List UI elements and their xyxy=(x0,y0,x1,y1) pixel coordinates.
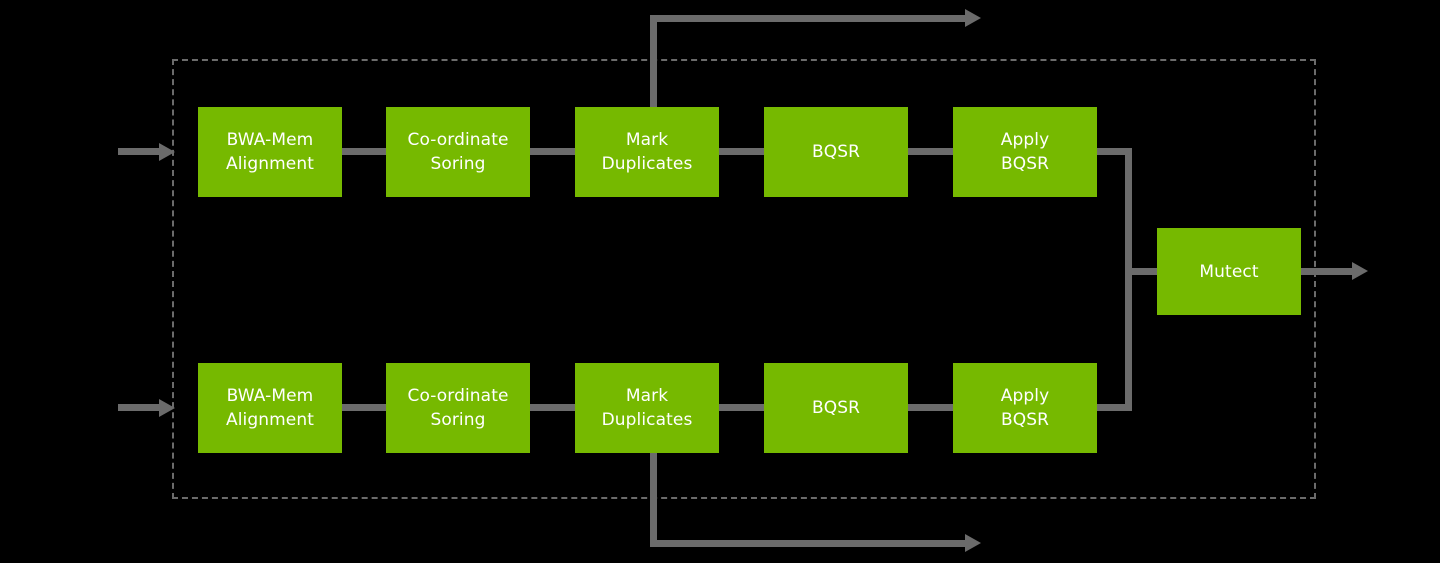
node-co-ordinate-soring-top[interactable]: Co-ordinate Soring xyxy=(386,107,530,197)
pipeline-boundary xyxy=(172,59,1316,499)
edge-top-sort-to-markdup xyxy=(526,148,579,155)
node-label: Mark Duplicates xyxy=(601,130,693,174)
edge-input-bottom xyxy=(118,404,162,411)
edge-bottom-align-to-sort xyxy=(338,404,390,411)
node-label: Apply BQSR xyxy=(1000,386,1050,430)
edge-merge-top-stub xyxy=(1092,148,1132,155)
node-label: BQSR xyxy=(811,142,861,162)
node-label: Co-ordinate Soring xyxy=(407,386,509,430)
edge-output-mutect xyxy=(1297,268,1355,275)
arrowhead-branch-top-icon xyxy=(965,9,981,27)
edge-bottom-sort-to-markdup xyxy=(526,404,579,411)
node-mark-duplicates-bottom[interactable]: Mark Duplicates xyxy=(575,363,719,453)
arrowhead-branch-bottom-icon xyxy=(965,534,981,552)
node-apply-bqsr-top[interactable]: Apply BQSR xyxy=(953,107,1097,197)
edge-merge-bottom-stub xyxy=(1092,404,1132,411)
node-apply-bqsr-bottom[interactable]: Apply BQSR xyxy=(953,363,1097,453)
node-label: Mutect xyxy=(1199,261,1259,282)
node-bqsr-bottom[interactable]: BQSR xyxy=(764,363,908,453)
node-label: Co-ordinate Soring xyxy=(407,130,509,174)
node-label: Mark Duplicates xyxy=(601,386,693,430)
node-label: BQSR xyxy=(811,398,861,418)
edge-top-bqsr-to-applybqsr xyxy=(904,148,957,155)
node-bwa-mem-alignment-bottom[interactable]: BWA-Mem Alignment xyxy=(198,363,342,453)
edge-top-align-to-sort xyxy=(338,148,390,155)
node-label: Apply BQSR xyxy=(1000,130,1050,174)
node-bqsr-top[interactable]: BQSR xyxy=(764,107,908,197)
edge-branch-bottom-vertical xyxy=(650,450,657,547)
edge-bottom-markdup-to-bqsr xyxy=(715,404,768,411)
edge-merge-vertical xyxy=(1125,148,1132,411)
edge-top-markdup-to-bqsr xyxy=(715,148,768,155)
node-label: BWA-Mem Alignment xyxy=(225,386,314,430)
arrowhead-input-top-icon xyxy=(159,143,175,161)
edge-input-top xyxy=(118,148,162,155)
edge-merge-to-mutect xyxy=(1125,268,1163,275)
edge-branch-top-horizontal xyxy=(650,15,968,22)
edge-branch-top-vertical xyxy=(650,15,657,110)
node-label: BWA-Mem Alignment xyxy=(225,130,314,174)
node-mark-duplicates-top[interactable]: Mark Duplicates xyxy=(575,107,719,197)
node-bwa-mem-alignment-top[interactable]: BWA-Mem Alignment xyxy=(198,107,342,197)
edge-bottom-bqsr-to-applybqsr xyxy=(904,404,957,411)
edge-branch-bottom-horizontal xyxy=(650,540,968,547)
arrowhead-output-icon xyxy=(1352,262,1368,280)
node-mutect[interactable]: Mutect xyxy=(1157,228,1301,315)
arrowhead-input-bottom-icon xyxy=(159,399,175,417)
node-co-ordinate-soring-bottom[interactable]: Co-ordinate Soring xyxy=(386,363,530,453)
